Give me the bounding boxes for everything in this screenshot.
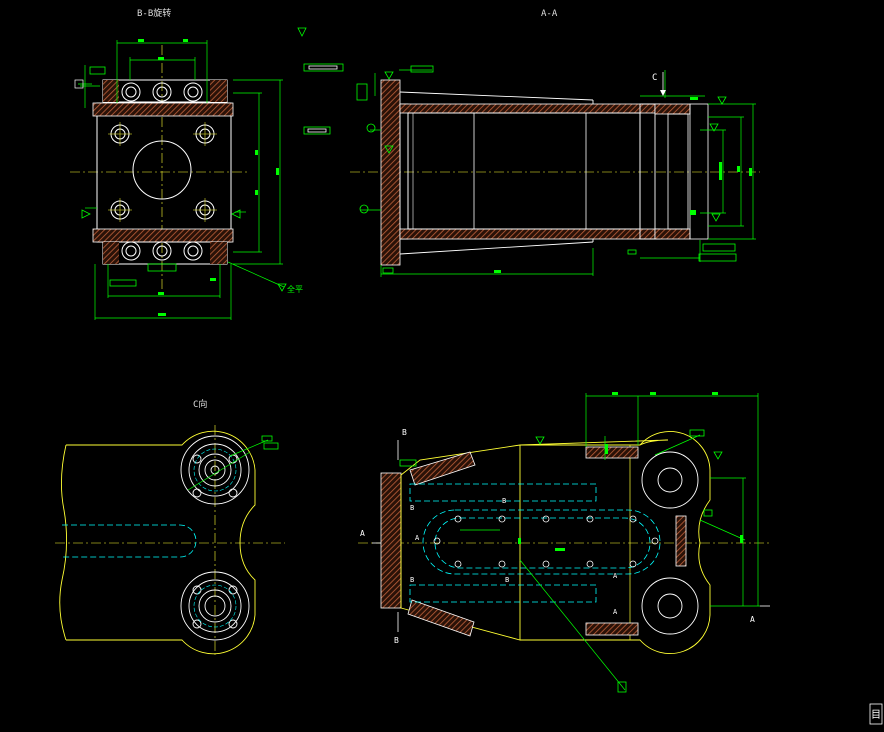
floating-symbols [303, 63, 344, 135]
section-a-label-mid1: A [415, 534, 420, 542]
section-a-label-mid2: A [613, 572, 618, 580]
section-a-label-right: A [750, 615, 755, 624]
section-b-label-2: B [410, 576, 414, 584]
section-b-label-top: B [402, 428, 407, 437]
section-b-label-4: B [505, 576, 509, 584]
corner-mark-text: 目 [871, 710, 881, 721]
section-aa-view: C [350, 65, 760, 277]
weld-note: 全平 [287, 284, 303, 294]
section-a-label-mid3: A [613, 608, 618, 616]
view-title-aa: A-A [541, 9, 558, 19]
c-view-arrow-label: C [652, 73, 657, 83]
section-bb-view: 全平 [70, 27, 307, 320]
view-c [55, 425, 285, 655]
section-b-label-bottom: B [394, 636, 399, 645]
section-b-label-3: B [502, 497, 506, 505]
section-b-label-1: B [410, 504, 414, 512]
view-title-c: C向 [193, 398, 207, 410]
plan-view: A A A A A B B B B B B [358, 392, 770, 693]
corner-title-mark: 目 [869, 703, 883, 725]
section-a-label-left: A [360, 529, 365, 538]
view-title-bb: B-B旋转 [137, 7, 171, 19]
